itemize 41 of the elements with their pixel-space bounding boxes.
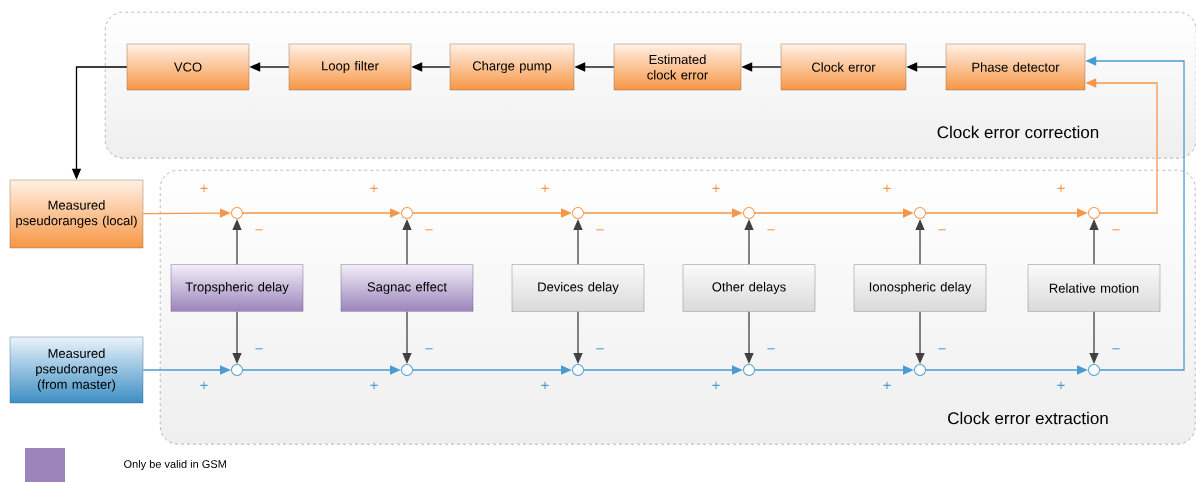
sign-label: +: [541, 381, 549, 389]
sign-label: +: [370, 184, 378, 192]
sign-label: −: [767, 348, 775, 350]
sign-label: −: [938, 229, 946, 231]
process-box: Charge pump: [449, 43, 575, 91]
group-title: Clock error correction: [937, 125, 1099, 139]
group-title: Clock error extraction: [948, 411, 1108, 425]
sign-label: +: [200, 381, 208, 389]
sign-label: −: [596, 348, 604, 350]
process-box: Measured pseudoranges (from master): [9, 336, 144, 404]
process-box: Phase detector: [945, 43, 1086, 91]
process-box: Loop filter: [288, 43, 412, 91]
sign-label: +: [200, 184, 208, 192]
sign-label: +: [1057, 381, 1065, 389]
sign-label: −: [255, 229, 263, 231]
sign-label: −: [425, 229, 433, 231]
process-box: Ionospheric delay: [853, 264, 987, 312]
process-box: VCO: [126, 43, 250, 91]
sign-label: −: [767, 229, 775, 231]
sign-label: +: [712, 184, 720, 192]
process-box: Tropspheric delay: [170, 264, 304, 312]
process-box: Clock error: [780, 43, 907, 91]
process-box: Sagnac effect: [340, 264, 474, 312]
sign-label: +: [883, 381, 891, 389]
process-box: Measured pseudoranges (local): [9, 179, 144, 249]
sign-label: +: [1057, 184, 1065, 192]
sign-label: −: [1112, 348, 1120, 350]
sign-label: +: [370, 381, 378, 389]
sign-label: +: [883, 184, 891, 192]
process-box: Relative motion: [1027, 264, 1161, 312]
sign-label: −: [938, 348, 946, 350]
process-box: Other delays: [682, 264, 816, 312]
sign-label: −: [1112, 229, 1120, 231]
sign-label: +: [712, 381, 720, 389]
sign-label: −: [596, 229, 604, 231]
sign-label: −: [255, 348, 263, 350]
process-box: Estimated clock error: [613, 43, 742, 91]
sign-label: +: [541, 184, 549, 192]
process-box: Devices delay: [511, 264, 645, 312]
sign-label: −: [425, 348, 433, 350]
legend-label: Only be valid in GSM: [124, 459, 226, 471]
